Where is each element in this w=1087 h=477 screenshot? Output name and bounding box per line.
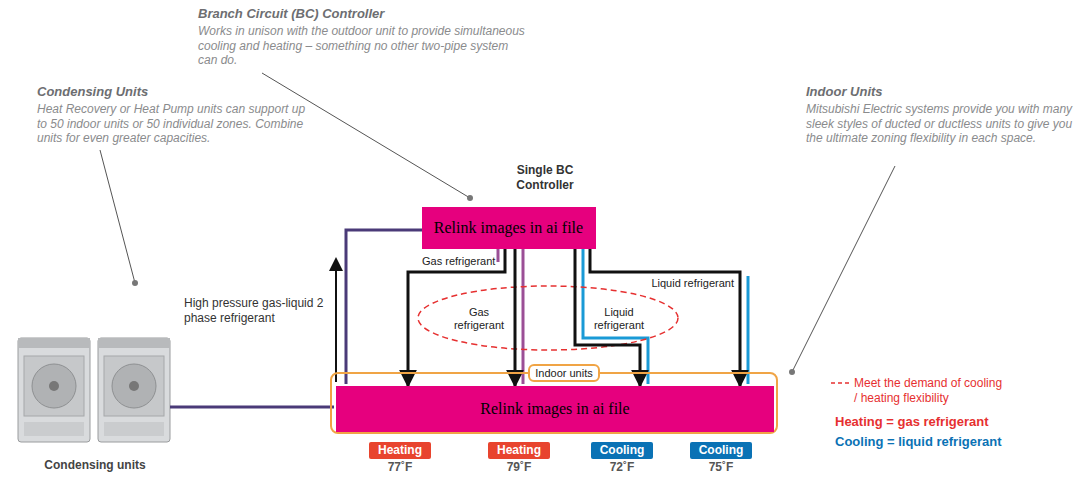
cooling-tag: Cooling <box>690 442 753 459</box>
part-label: Condensing units <box>44 458 145 472</box>
refrigerant-pipe <box>170 406 334 409</box>
node-text: Heating <box>497 443 541 458</box>
pipe-label: High pressure gas-liquid 2 phase refrige… <box>184 296 324 325</box>
legend-text: Meet the demand of cooling / heating fle… <box>854 376 1004 405</box>
gas-pipe <box>522 249 525 384</box>
callout-body: Mitsubishi Electric systems provide you … <box>806 102 1081 146</box>
leader-line <box>100 150 135 283</box>
callout-heading: Condensing Units <box>37 84 148 99</box>
indoor-units-group: Indoor unitsRelink images in ai file <box>330 372 778 434</box>
flow-arrow <box>335 264 337 382</box>
cooling-tag: Cooling <box>591 442 654 459</box>
callout-heading: Branch Circuit (BC) Controller <box>198 6 384 21</box>
node-text: Heating <box>378 443 422 458</box>
flexibility-ellipse <box>418 286 678 350</box>
heating-tag: Heating <box>369 442 431 459</box>
refrigerant-pipe <box>346 230 425 384</box>
liquid-pipe <box>747 276 750 384</box>
refrigerant-pipe <box>590 249 740 386</box>
node-text: Cooling <box>600 443 645 458</box>
callout-heading: Indoor Units <box>806 84 883 99</box>
condensing-unit <box>18 338 90 442</box>
key-note: Cooling = liquid refrigerant <box>835 434 1001 449</box>
key-note: Heating = gas refrigerant <box>835 414 989 429</box>
leader-dot <box>467 195 473 201</box>
indoor-units-image: Relink images in ai file <box>336 386 774 432</box>
temperature: 79˚F <box>507 460 532 474</box>
callout-body: Works in unison with the outdoor unit to… <box>198 24 528 68</box>
node-text: Relink images in ai file <box>474 400 635 418</box>
temperature: 77˚F <box>388 460 413 474</box>
condensing-unit <box>98 338 170 442</box>
pipe-label: Gas refrigerant <box>421 255 496 268</box>
leader-line <box>262 73 470 198</box>
bc-controller-image: Relink images in ai file <box>422 207 596 249</box>
part-label: Single BC Controller <box>500 163 590 193</box>
legend-sample <box>830 376 854 390</box>
pipe-label: Liquid refrigerant <box>650 277 735 290</box>
refrigerant-pipe <box>514 249 517 386</box>
legend-row: Meet the demand of cooling / heating fle… <box>830 376 1004 405</box>
leader-line <box>792 166 895 372</box>
group-title: Indoor units <box>528 364 599 382</box>
leader-dot <box>789 369 795 375</box>
leader-dot <box>132 280 138 286</box>
heating-tag: Heating <box>488 442 550 459</box>
temperature: 75˚F <box>709 460 734 474</box>
pipe-label: Gas refrigerant <box>450 306 508 331</box>
node-text: Relink images in ai file <box>428 219 589 237</box>
node-text: Cooling <box>699 443 744 458</box>
temperature: 72˚F <box>610 460 635 474</box>
gas-pipe <box>497 249 500 262</box>
callout-body: Heat Recovery or Heat Pump units can sup… <box>37 102 312 146</box>
pipe-label: Liquid refrigerant <box>590 306 648 331</box>
